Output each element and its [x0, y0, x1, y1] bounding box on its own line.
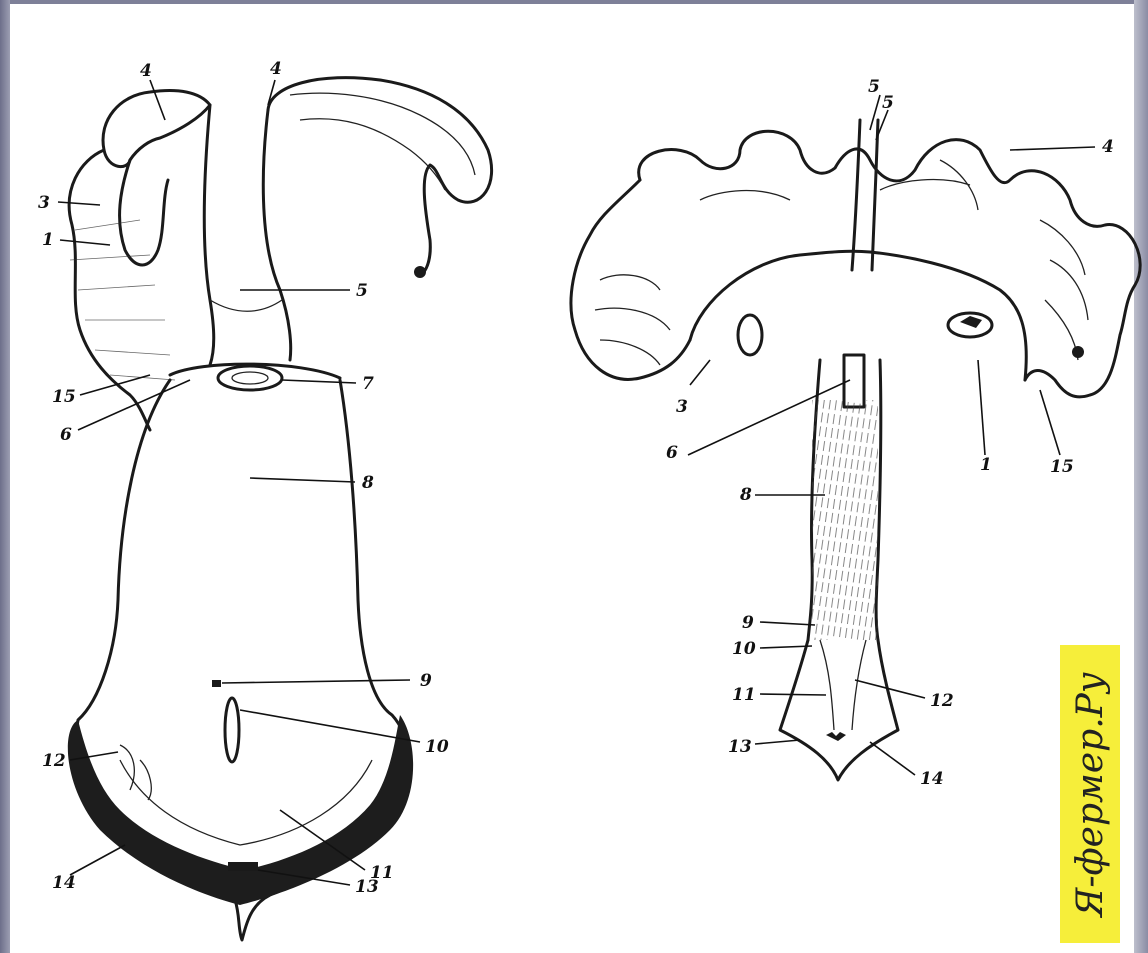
left-label-5: 5 [356, 281, 368, 301]
right-label-12: 12 [930, 691, 954, 711]
left-label-12: 12 [42, 751, 66, 771]
left-figure [58, 78, 492, 940]
left-label-10: 10 [425, 737, 449, 757]
left-label-4b: 4 [270, 59, 282, 79]
right-label-6: 6 [666, 443, 678, 463]
watermark-text: Я-фермер.Ру [1070, 672, 1111, 917]
left-label-8: 8 [361, 473, 374, 493]
right-label-15: 15 [1050, 457, 1074, 477]
left-label-14: 14 [52, 873, 76, 893]
left-label-13: 13 [355, 877, 379, 897]
right-figure-labels: 5 5 4 3 6 1 15 8 9 10 11 12 13 14 [666, 77, 1114, 789]
right-label-9: 9 [742, 613, 754, 633]
right-label-14: 14 [920, 769, 944, 789]
right-label-5b: 5 [882, 93, 894, 113]
left-label-4a: 4 [140, 61, 152, 81]
right-label-4: 4 [1102, 137, 1114, 157]
left-label-6: 6 [60, 425, 72, 445]
watermark-banner: Я-фермер.Ру [1060, 645, 1120, 943]
right-label-8: 8 [739, 485, 752, 505]
left-label-3: 3 [38, 193, 50, 213]
right-label-11: 11 [732, 685, 756, 705]
left-label-9: 9 [420, 671, 432, 691]
right-figure [571, 95, 1140, 780]
left-label-15: 15 [52, 387, 76, 407]
right-label-5a: 5 [868, 77, 880, 97]
right-label-13: 13 [728, 737, 752, 757]
right-label-10: 10 [732, 639, 756, 659]
left-figure-labels: 4 4 3 1 5 15 6 7 8 9 10 12 14 11 13 [38, 59, 449, 897]
left-label-1: 1 [42, 230, 54, 250]
right-label-3: 3 [676, 397, 688, 417]
left-label-7: 7 [362, 374, 374, 394]
right-label-1: 1 [980, 455, 992, 475]
